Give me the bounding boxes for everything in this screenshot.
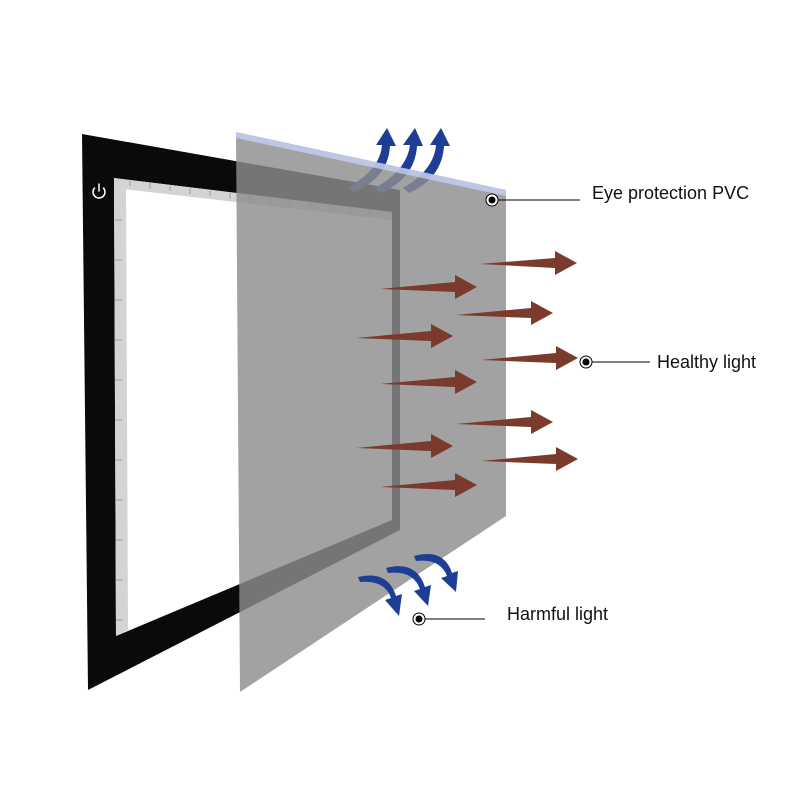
harmful-arrow-bottom-1 [358, 575, 402, 616]
healthy-arrow-4 [356, 324, 453, 348]
healthy-arrow-9 [481, 447, 578, 471]
healthy-arrow-5 [481, 346, 578, 370]
callout-eye-protection: Eye protection PVC [485, 183, 749, 207]
healthy-arrow-10 [380, 473, 477, 497]
callout-healthy-light: Healthy light [579, 352, 756, 372]
callout-harmful-light: Harmful light [412, 604, 608, 626]
harmful-arrows-top [348, 128, 450, 193]
eye-protection-pvc-sheet [236, 132, 506, 692]
harmful-arrows-bottom [358, 554, 458, 616]
healthy-arrow-2 [380, 275, 477, 299]
healthy-light-label: Healthy light [657, 352, 756, 372]
harmful-arrow-bottom-3 [414, 554, 458, 592]
left-ruler [114, 178, 128, 636]
healthy-arrow-8 [356, 434, 453, 458]
eye-protection-label: Eye protection PVC [592, 183, 749, 203]
healthy-arrow-3 [456, 301, 553, 325]
healthy-light-arrows [356, 251, 578, 497]
power-icon[interactable] [92, 183, 106, 199]
harmful-arrow-top-3 [403, 128, 450, 193]
harmful-arrow-top-1 [348, 128, 396, 192]
harmful-light-label: Harmful light [507, 604, 608, 624]
healthy-arrow-1 [480, 251, 577, 275]
healthy-arrow-7 [456, 410, 553, 434]
healthy-arrow-6 [380, 370, 477, 394]
harmful-arrow-top-2 [375, 128, 423, 193]
harmful-arrow-bottom-2 [386, 566, 431, 606]
